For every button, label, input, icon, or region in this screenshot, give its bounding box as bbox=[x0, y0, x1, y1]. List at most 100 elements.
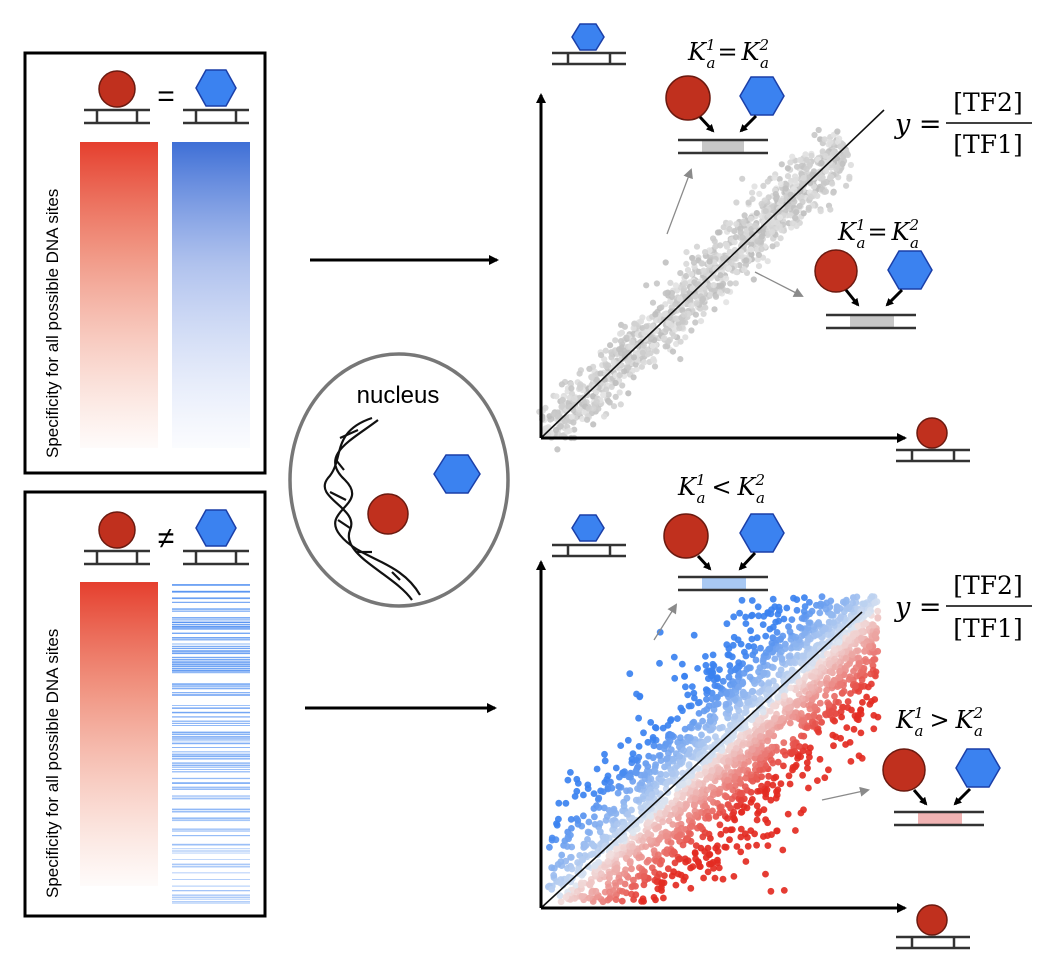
scatter-point bbox=[562, 893, 570, 901]
scatter-point bbox=[872, 631, 879, 638]
scatter-point bbox=[574, 817, 582, 824]
scatter-point bbox=[687, 830, 694, 838]
scatter-point bbox=[723, 299, 730, 306]
specificity-stripe bbox=[172, 672, 250, 674]
scatter-point bbox=[650, 742, 658, 750]
scatter-point bbox=[769, 781, 777, 789]
scatter-point bbox=[597, 370, 604, 377]
dna-site-icon bbox=[84, 108, 150, 125]
specificity-stripe bbox=[172, 751, 250, 753]
scatter-point bbox=[831, 149, 838, 156]
scatter-point bbox=[680, 288, 687, 295]
scatter-point bbox=[597, 870, 605, 878]
scatter-point bbox=[612, 337, 619, 344]
scatter-point bbox=[722, 700, 730, 708]
scatter-point bbox=[800, 175, 807, 182]
scatter-point bbox=[854, 622, 862, 630]
scatter-point bbox=[616, 878, 624, 885]
tf1-circle-icon bbox=[814, 249, 858, 293]
scatter-point bbox=[565, 403, 572, 410]
scatter-point bbox=[645, 856, 652, 864]
binding-arrow bbox=[885, 288, 904, 307]
scatter-point bbox=[566, 394, 573, 401]
scatter-point bbox=[812, 720, 819, 727]
scatter-point bbox=[786, 697, 794, 705]
scatter-point bbox=[584, 392, 591, 399]
specificity-stripe bbox=[172, 843, 250, 846]
scatter-point bbox=[720, 224, 727, 231]
scatter-point bbox=[706, 772, 713, 780]
scatter-point bbox=[630, 374, 637, 381]
scatter-point bbox=[764, 723, 772, 730]
scatter-point bbox=[617, 330, 624, 337]
scatter-point bbox=[661, 334, 668, 341]
specificity-stripe bbox=[172, 903, 250, 904]
scatter-point bbox=[723, 241, 730, 249]
scatter-point bbox=[676, 831, 684, 839]
scatter-point bbox=[823, 650, 831, 658]
scatter-point bbox=[724, 287, 731, 294]
specificity-stripe bbox=[172, 608, 250, 610]
scatter-point bbox=[835, 674, 842, 681]
scatter-point bbox=[857, 683, 865, 691]
scatter-point bbox=[731, 696, 739, 703]
scatter-point bbox=[772, 773, 780, 781]
scatter-point bbox=[584, 416, 591, 423]
specificity-stripe bbox=[172, 830, 250, 832]
scatter-point bbox=[632, 891, 640, 899]
scatter-point bbox=[782, 185, 789, 192]
scatter-point bbox=[640, 873, 648, 880]
specificity-stripe bbox=[172, 645, 250, 648]
relation-unequal: ≠ bbox=[158, 522, 174, 555]
scatter-point bbox=[702, 276, 709, 283]
scatter-point bbox=[658, 857, 666, 865]
tf1-site-icon bbox=[84, 511, 150, 566]
scatter-point bbox=[716, 666, 723, 673]
specificity-stripe bbox=[172, 859, 250, 860]
scatter-point bbox=[828, 707, 836, 715]
scatter-point bbox=[623, 787, 630, 795]
scatter-point bbox=[712, 243, 719, 250]
scatter-point bbox=[737, 833, 745, 841]
scatter-point bbox=[644, 351, 651, 358]
scatter-point bbox=[747, 215, 755, 222]
scatter-point bbox=[818, 159, 825, 167]
scatter-point bbox=[860, 621, 868, 628]
scatter-point bbox=[630, 876, 637, 884]
scatter-point bbox=[835, 699, 842, 706]
scatter-point bbox=[670, 653, 678, 661]
scatter-point bbox=[729, 641, 737, 649]
scatter-point bbox=[751, 737, 759, 745]
scatter-point bbox=[773, 224, 780, 232]
scatter-point bbox=[663, 846, 671, 854]
scatter-point bbox=[608, 784, 616, 792]
callout-arrow bbox=[821, 786, 870, 801]
specificity-stripe bbox=[172, 656, 250, 659]
scatter-point bbox=[804, 624, 812, 632]
scatter-point bbox=[790, 594, 797, 602]
scatter-point bbox=[793, 700, 801, 707]
scatter-point bbox=[603, 813, 611, 820]
scatter-point bbox=[800, 210, 807, 217]
diagonal-line bbox=[540, 611, 863, 909]
specificity-stripe bbox=[172, 711, 250, 714]
scatter-point bbox=[754, 717, 762, 724]
scatter-point bbox=[755, 251, 763, 258]
scatter-point bbox=[778, 655, 786, 662]
scatter-point bbox=[654, 824, 662, 831]
scatter-point bbox=[809, 659, 816, 667]
specificity-stripe bbox=[172, 707, 250, 709]
scatter-point bbox=[632, 796, 640, 804]
scatter-point bbox=[870, 712, 878, 719]
scatter-point bbox=[651, 763, 659, 771]
scatter-point bbox=[870, 725, 878, 733]
scatter-point bbox=[624, 811, 632, 818]
scatter-point bbox=[570, 419, 577, 426]
specificity-stripe bbox=[172, 725, 250, 726]
tf1-site-icon bbox=[84, 70, 150, 125]
scatter-point bbox=[803, 724, 811, 732]
scatter-point bbox=[661, 798, 668, 805]
specificity-stripe bbox=[172, 810, 250, 813]
scatter-point bbox=[738, 808, 745, 816]
scatter-point bbox=[724, 764, 731, 771]
